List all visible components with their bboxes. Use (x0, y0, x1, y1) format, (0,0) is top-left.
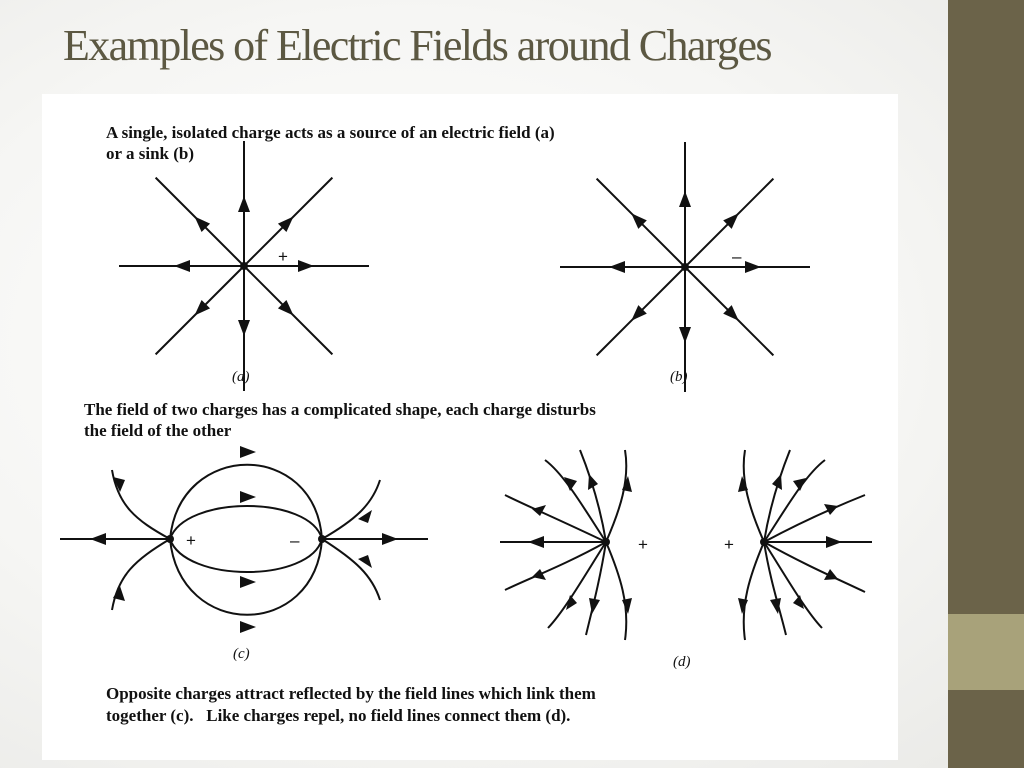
diagram-b-arrowhead (679, 191, 691, 207)
diagram-a-arrowhead (277, 299, 294, 316)
diagram-a-arrowhead (238, 320, 250, 336)
diagram-a-arrowhead (194, 299, 211, 316)
diagram-a-arrowhead (238, 196, 250, 212)
diagram-b-arrowhead (723, 213, 739, 229)
diagram-d-sign-left: + (638, 535, 648, 554)
diagram-b-label: (b) (670, 369, 688, 385)
diagram-c-field-lines (60, 463, 428, 616)
diagram-d-field-lines (500, 449, 872, 641)
diagram-d-label: (d) (673, 654, 691, 670)
intro-line-2: or a sink (b) (106, 144, 195, 163)
diagram-b-arrowhead (631, 305, 647, 321)
diagram-d-sign-right: + (724, 535, 734, 554)
diagram-c-sign-left: + (186, 531, 196, 550)
diagram-b-arrowhead (631, 213, 647, 229)
diagram-a-sign: + (278, 247, 288, 266)
mid-line-2: the field of the other (84, 421, 232, 440)
diagram-c-label: (c) (233, 646, 250, 662)
diagram-b-arrowhead (723, 305, 739, 321)
diagram-a-charge (240, 262, 248, 270)
diagram-a-arrowhead (174, 260, 190, 272)
diagram-c-arrowheads (90, 446, 398, 633)
figure-panel (42, 94, 898, 760)
mid-line-1: The field of two charges has a complicat… (84, 400, 596, 419)
diagram-b-arrowhead (745, 261, 761, 273)
diagram-a-label: (a) (232, 369, 250, 385)
diagram-a-arrowhead (298, 260, 314, 272)
diagram-a-arrowhead (194, 216, 211, 233)
diagram-b-charge (681, 263, 689, 271)
diagram-b-arrowhead (679, 327, 691, 343)
sidebar-accent-block (948, 614, 1024, 690)
diagram-d-arrowheads (528, 474, 842, 614)
diagram-b-arrowhead (609, 261, 625, 273)
diagram-a-lines (119, 141, 369, 391)
diagram-b-lines (560, 142, 810, 392)
diagram-a-arrowhead (277, 216, 294, 233)
diagram-c-sign-right: – (290, 531, 300, 550)
bottom-line-1: Opposite charges attract reflected by th… (106, 684, 596, 703)
bottom-line-2: together (c). Like charges repel, no fie… (106, 706, 571, 725)
slide-title: Examples of Electric Fields around Charg… (63, 21, 773, 70)
intro-line-1: A single, isolated charge acts as a sour… (106, 123, 555, 142)
diagram-b-sign: – (732, 247, 742, 266)
